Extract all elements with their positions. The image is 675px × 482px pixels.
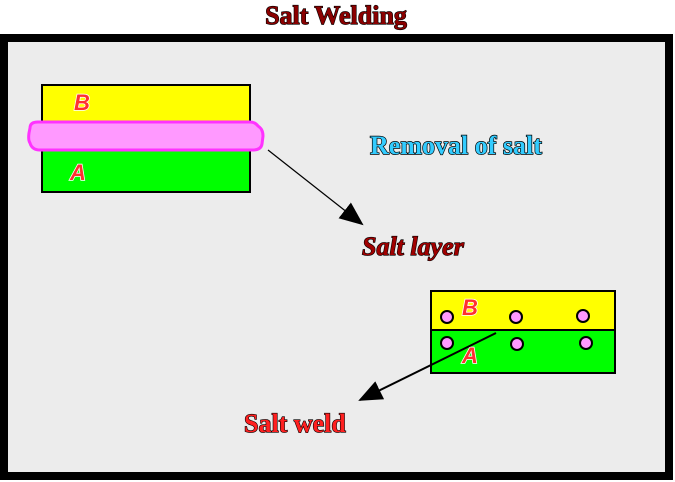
salt-weld-dot — [440, 336, 454, 350]
page-title: Salt Welding — [265, 1, 407, 30]
block-before-welding: B A — [27, 84, 265, 193]
salt-weld-dot — [510, 337, 524, 351]
salt-weld-dot — [509, 310, 523, 324]
removal-of-salt-label: Removal of salt — [370, 131, 542, 160]
block-after-welding: B A — [430, 290, 616, 374]
block-label-b: B — [74, 90, 90, 115]
salt-layer-label: Salt layer — [362, 232, 465, 261]
salt-weld-dot — [579, 336, 593, 350]
salt-weld-arrow — [358, 332, 497, 401]
salt-weld-label: Salt weld — [244, 409, 346, 438]
salt-layer-band — [27, 120, 265, 152]
welded-label-b: B — [462, 295, 478, 320]
salt-weld-dot — [440, 310, 454, 324]
salt-weld-dot — [576, 309, 590, 323]
block-label-a: A — [69, 160, 86, 185]
salt-layer-arrow — [267, 149, 364, 226]
welded-layer-b — [430, 290, 616, 331]
